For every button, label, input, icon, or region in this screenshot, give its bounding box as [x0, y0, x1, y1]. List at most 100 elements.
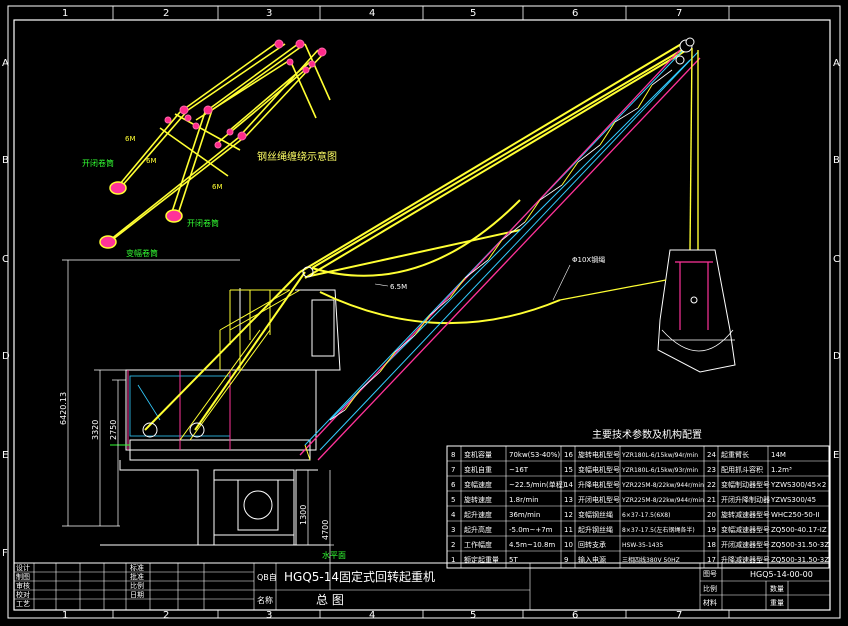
col-label-7-bottom: 7 — [676, 610, 682, 621]
row-label-a-right: A — [833, 58, 840, 69]
rope-label-m2: 6M — [146, 157, 157, 165]
spec-cell-k3: 配用抓斗容积 — [721, 465, 763, 474]
spec-cell-v2: 三相四线380V 50HZ — [622, 556, 680, 564]
spec-cell-k2: 开闭电机型号 — [578, 495, 620, 504]
spec-cell-v1: ~22.5/min(单程) — [509, 480, 566, 489]
spec-table-title: 主要技术参数及机构配置 — [592, 428, 702, 441]
spec-cell-n1: 2 — [451, 541, 455, 549]
spec-cell-n3: 19 — [707, 526, 716, 534]
slewing-ring-circle — [243, 490, 273, 520]
spec-cell-n2: 13 — [564, 496, 573, 504]
spec-cell-v1: -5.0m~+7m — [509, 526, 553, 534]
rope-winding-diagram: 6M 6M 6M 开闭卷筒 开闭卷筒 变幅卷筒 钢丝绳缠绕示意图 — [82, 39, 337, 258]
tb-review-label: 审核 — [16, 581, 30, 590]
open-close-drum-label-1: 开闭卷筒 — [82, 158, 114, 168]
tb-scale-label-right: 比例 — [703, 584, 717, 593]
spec-cell-k3: 旋转减速器型号 — [721, 510, 770, 519]
total-height-dim: 6420.13 — [59, 392, 68, 425]
spec-cell-v2: YZR225M-8/22kw/944r/min — [621, 497, 704, 504]
spec-cell-k2: 起升钢丝绳 — [578, 525, 613, 534]
spec-cell-n2: 9 — [564, 556, 568, 564]
tb-design-label: 设计 — [16, 563, 30, 572]
spec-cell-n1: 1 — [451, 556, 455, 564]
spec-cell-v1: 70kw(S3-40%) — [509, 451, 560, 459]
spec-cell-k2: 旋转电机型号 — [578, 450, 620, 459]
row-label-a: A — [2, 58, 9, 69]
tb-quantity-label: 数量 — [770, 584, 784, 593]
height-dim-3: 1300 — [299, 505, 308, 525]
rope-diagram-title: 钢丝绳缠绕示意图 — [257, 150, 337, 163]
height-dim-2: 2750 — [109, 420, 118, 440]
tb-process-label: 工艺 — [16, 600, 30, 608]
luffing-drum-label: 变幅卷筒 — [126, 248, 158, 258]
spec-cell-k2: 变幅钢丝绳 — [578, 510, 613, 519]
spec-cell-v3: YZWS300/45×2 — [770, 481, 826, 489]
tb-drawing-name: 总 图 — [316, 593, 344, 607]
spec-cell-k1: 起升高度 — [464, 525, 492, 534]
title-block: 设计 制图 审核 校对 工艺 标准 批准 比例 日期 QB自 HGQ5-14固定… — [13, 562, 831, 611]
col-label-7: 7 — [676, 8, 682, 19]
spec-cell-v1: 5T — [509, 556, 518, 564]
row-label-e: E — [2, 450, 8, 461]
row-label-b: B — [2, 155, 9, 166]
tb-check-label: 校对 — [16, 590, 30, 599]
col-label-2-bottom: 2 — [163, 610, 169, 621]
spec-cell-v3: ZQ500-31.50-3Z — [771, 541, 829, 549]
spec-cell-k1: 变机自重 — [464, 465, 492, 474]
spec-cell-v2: 6×37-17.5(6X8) — [622, 512, 670, 519]
spec-cell-v3: WHC250-50-II — [771, 511, 820, 519]
spec-cell-v2: 8×37-17.5(左右钢绳各半) — [622, 526, 695, 534]
tb-name-label: 名称 — [257, 595, 273, 605]
spec-cell-v2: YZR180L-6/15kw/93r/min — [621, 467, 698, 474]
spec-cell-n1: 6 — [451, 481, 456, 489]
spec-cell-v2: HSW-35-1435 — [622, 542, 663, 549]
tb-material-label: 材料 — [703, 598, 717, 607]
col-label-2: 2 — [163, 8, 169, 19]
spec-cell-k2: 回转支承 — [578, 540, 606, 549]
col-label-1: 1 — [62, 8, 68, 19]
tb-weight-label: 重量 — [770, 599, 784, 607]
spec-cell-v2: YZR180L-6/15kw/94r/min — [621, 452, 698, 459]
spec-cell-v1: ~16T — [509, 466, 529, 474]
tb-drawing-label: 制图 — [16, 572, 30, 581]
spec-cell-v1: 4.5m~10.8m — [509, 541, 555, 549]
vertical-dimension-lines — [62, 259, 334, 590]
spec-cell-k3: 开闭减速器型号 — [721, 540, 770, 549]
spec-cell-v3: ZQ500-40.17-IZ — [771, 526, 827, 534]
spec-cell-v3: 1.2m³ — [771, 466, 792, 474]
tb-drawing-no: HGQ5-14-00-00 — [750, 570, 813, 579]
col-label-3: 3 — [266, 8, 272, 19]
spec-cell-k2: 升降电机型号 — [578, 480, 620, 489]
spec-cell-k1: 旋转速度 — [464, 495, 492, 504]
rope-spec-label: Φ10X钢绳 — [572, 255, 605, 264]
spec-cell-n3: 21 — [707, 496, 716, 504]
spec-cell-n1: 3 — [451, 526, 455, 534]
spec-cell-v1: 1.8r/min — [509, 496, 539, 504]
row-label-f: F — [2, 548, 8, 559]
height-dim-4: 4700 — [321, 520, 330, 540]
spec-cell-n3: 22 — [707, 481, 716, 489]
spec-cell-k2: 变幅电机型号 — [578, 465, 620, 474]
spec-cell-n3: 17 — [707, 556, 716, 564]
spec-cell-k1: 额定起重量 — [464, 555, 499, 564]
row-label-d: D — [2, 351, 10, 362]
row-label-e-right: E — [833, 450, 839, 461]
spec-cell-n3: 24 — [707, 451, 716, 459]
tb-date-label: 日期 — [130, 591, 144, 599]
boom-foot-sheave — [302, 266, 314, 278]
spec-cell-k3: 升降减速器型号 — [721, 555, 770, 564]
spec-cell-n2: 16 — [564, 451, 573, 459]
spec-cell-n3: 23 — [707, 466, 716, 474]
spec-cell-n2: 11 — [564, 526, 573, 534]
spec-cell-n1: 8 — [451, 451, 455, 459]
spec-cell-n2: 14 — [564, 481, 573, 489]
tb-scale-label: 比例 — [130, 581, 144, 590]
spec-cell-k3: 起重臂长 — [721, 450, 749, 459]
spec-cell-n2: 15 — [564, 466, 573, 474]
col-label-3-bottom: 3 — [266, 610, 272, 621]
spec-cell-v3: 14M — [771, 451, 786, 459]
spec-cell-k1: 变幅速度 — [464, 480, 492, 489]
spec-cell-k1: 起升速度 — [464, 510, 492, 519]
spec-cell-k1: 变机容量 — [464, 450, 492, 459]
row-label-c-right: C — [833, 254, 840, 265]
